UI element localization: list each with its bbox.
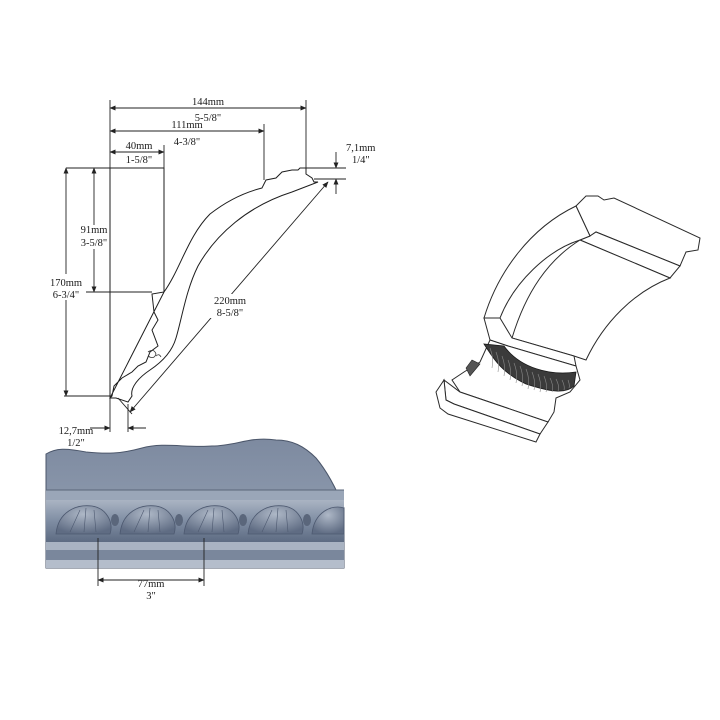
dim-111-metric: 111mm: [171, 120, 202, 131]
dim-111-imperial: 4-3/8": [174, 137, 200, 148]
dim-12-imperial: 1/2": [67, 438, 85, 449]
dim-7-imperial: 1/4": [352, 155, 370, 166]
dim-220-metric: 220mm: [214, 296, 246, 307]
dim-170-metric: 170mm: [50, 278, 82, 289]
dim-40-metric: 40mm: [126, 141, 153, 152]
dim-77-metric: 77mm: [138, 579, 165, 590]
dim-91-imperial: 3-5/8": [81, 238, 107, 249]
dim-220-imperial: 8-5/8": [217, 308, 243, 319]
egg-and-dart-ornament: [55, 505, 345, 535]
dim-91-metric: 91mm: [81, 225, 108, 236]
profile-section: 144mm 5-5/8" 111mm 4-3/8" 40mm 1-5/8" 7,…: [48, 97, 375, 449]
crown-profile: [109, 167, 319, 403]
dim-12-metric: 12,7mm: [59, 426, 94, 437]
dim-144-metric: 144mm: [192, 97, 224, 108]
dim-170-imperial: 6-3/4": [53, 290, 79, 301]
dim-40-imperial: 1-5/8": [126, 155, 152, 166]
dim-144-imperial: 5-5/8": [195, 113, 221, 124]
molding-photo: 77mm 3": [45, 438, 345, 602]
dim-7-metric: 7,1mm: [346, 143, 375, 154]
isometric-view: [435, 195, 701, 443]
dim-77-imperial: 3": [146, 591, 156, 602]
